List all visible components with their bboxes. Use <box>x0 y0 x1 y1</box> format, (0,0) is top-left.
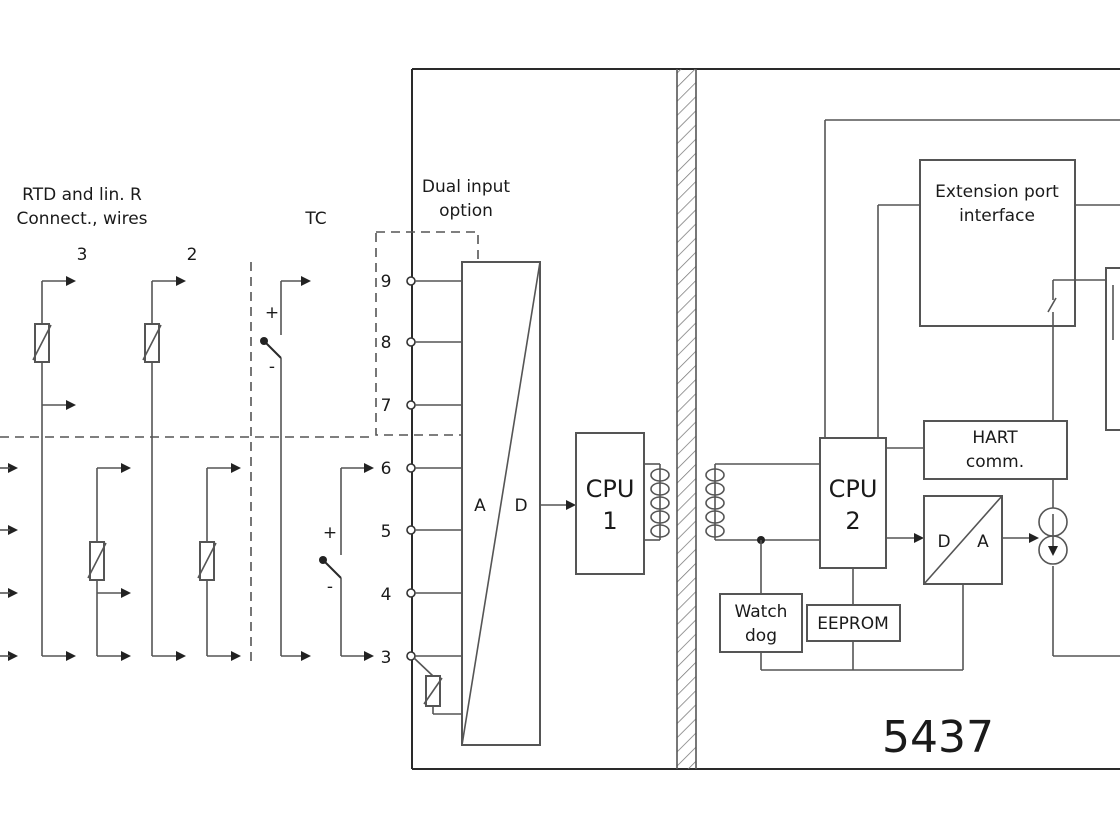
cpu1-box <box>575 432 645 575</box>
eeprom-box <box>806 604 901 642</box>
terminal-label: 5 <box>381 522 392 542</box>
output-block-partial <box>1105 267 1120 431</box>
current-source-icon <box>1038 507 1068 565</box>
rtd-label-line1: RTD and lin. R <box>22 185 142 205</box>
ad-converter <box>461 261 541 746</box>
dac-a-label: A <box>977 532 989 552</box>
tc-plus-lower: + <box>323 523 337 543</box>
cpu2-box <box>819 437 887 569</box>
cpu2-label-line1: CPU <box>829 475 878 503</box>
transformer-coil-left <box>644 463 670 541</box>
tc-label: TC <box>304 209 326 229</box>
cpu2-label-line2: 2 <box>845 507 860 535</box>
cpu1-label-line1: CPU <box>586 475 635 503</box>
extension-port-box <box>919 159 1076 327</box>
terminal-label: 7 <box>381 396 392 416</box>
hart-label-line2: comm. <box>966 452 1024 472</box>
cjc-sensor <box>413 657 462 715</box>
rtd-3wire-upper <box>32 276 76 437</box>
transformer-coil-right <box>705 463 820 541</box>
terminal-block: 9 8 7 6 5 4 3 <box>381 272 462 668</box>
terminal-label: 3 <box>381 648 392 668</box>
cpu2-bus-lines <box>824 119 1120 449</box>
dual-input-label-line2: option <box>439 201 493 221</box>
output-current-path <box>1047 279 1120 657</box>
eeprom-label: EEPROM <box>817 614 889 634</box>
hart-comm-box <box>923 420 1068 480</box>
wires-3-label: 3 <box>77 245 88 265</box>
extension-port-label-line2: interface <box>959 206 1035 226</box>
da-converter <box>923 495 1003 585</box>
rtd-label-line2: Connect., wires <box>16 209 147 229</box>
dac-d-label: D <box>937 532 950 552</box>
tc-minus-upper: - <box>269 357 275 377</box>
watchdog-box <box>719 593 803 653</box>
cpu1-label-line2: 1 <box>602 507 617 535</box>
terminal-label: 4 <box>381 585 392 605</box>
wires-2-label: 2 <box>187 245 198 265</box>
dual-input-label-line1: Dual input <box>422 177 510 197</box>
hart-label-line1: HART <box>972 428 1018 448</box>
tc-upper <box>260 276 311 437</box>
watchdog-label-line2: dog <box>745 626 777 646</box>
terminal-label: 6 <box>381 459 392 479</box>
tc-plus-upper: + <box>265 303 279 323</box>
terminal-label: 9 <box>381 272 392 292</box>
lower-sensor-wiring <box>0 437 374 661</box>
terminal-label: 8 <box>381 333 392 353</box>
isolation-barrier <box>676 69 697 769</box>
extension-port-label-line1: Extension port <box>935 182 1059 202</box>
model-number: 5437 <box>882 712 994 763</box>
adc-d-label: D <box>514 496 527 516</box>
watchdog-label-line1: Watch <box>735 602 788 622</box>
rtd-2wire-upper <box>142 276 186 437</box>
adc-a-label: A <box>474 496 486 516</box>
tc-minus-lower: - <box>327 577 333 597</box>
